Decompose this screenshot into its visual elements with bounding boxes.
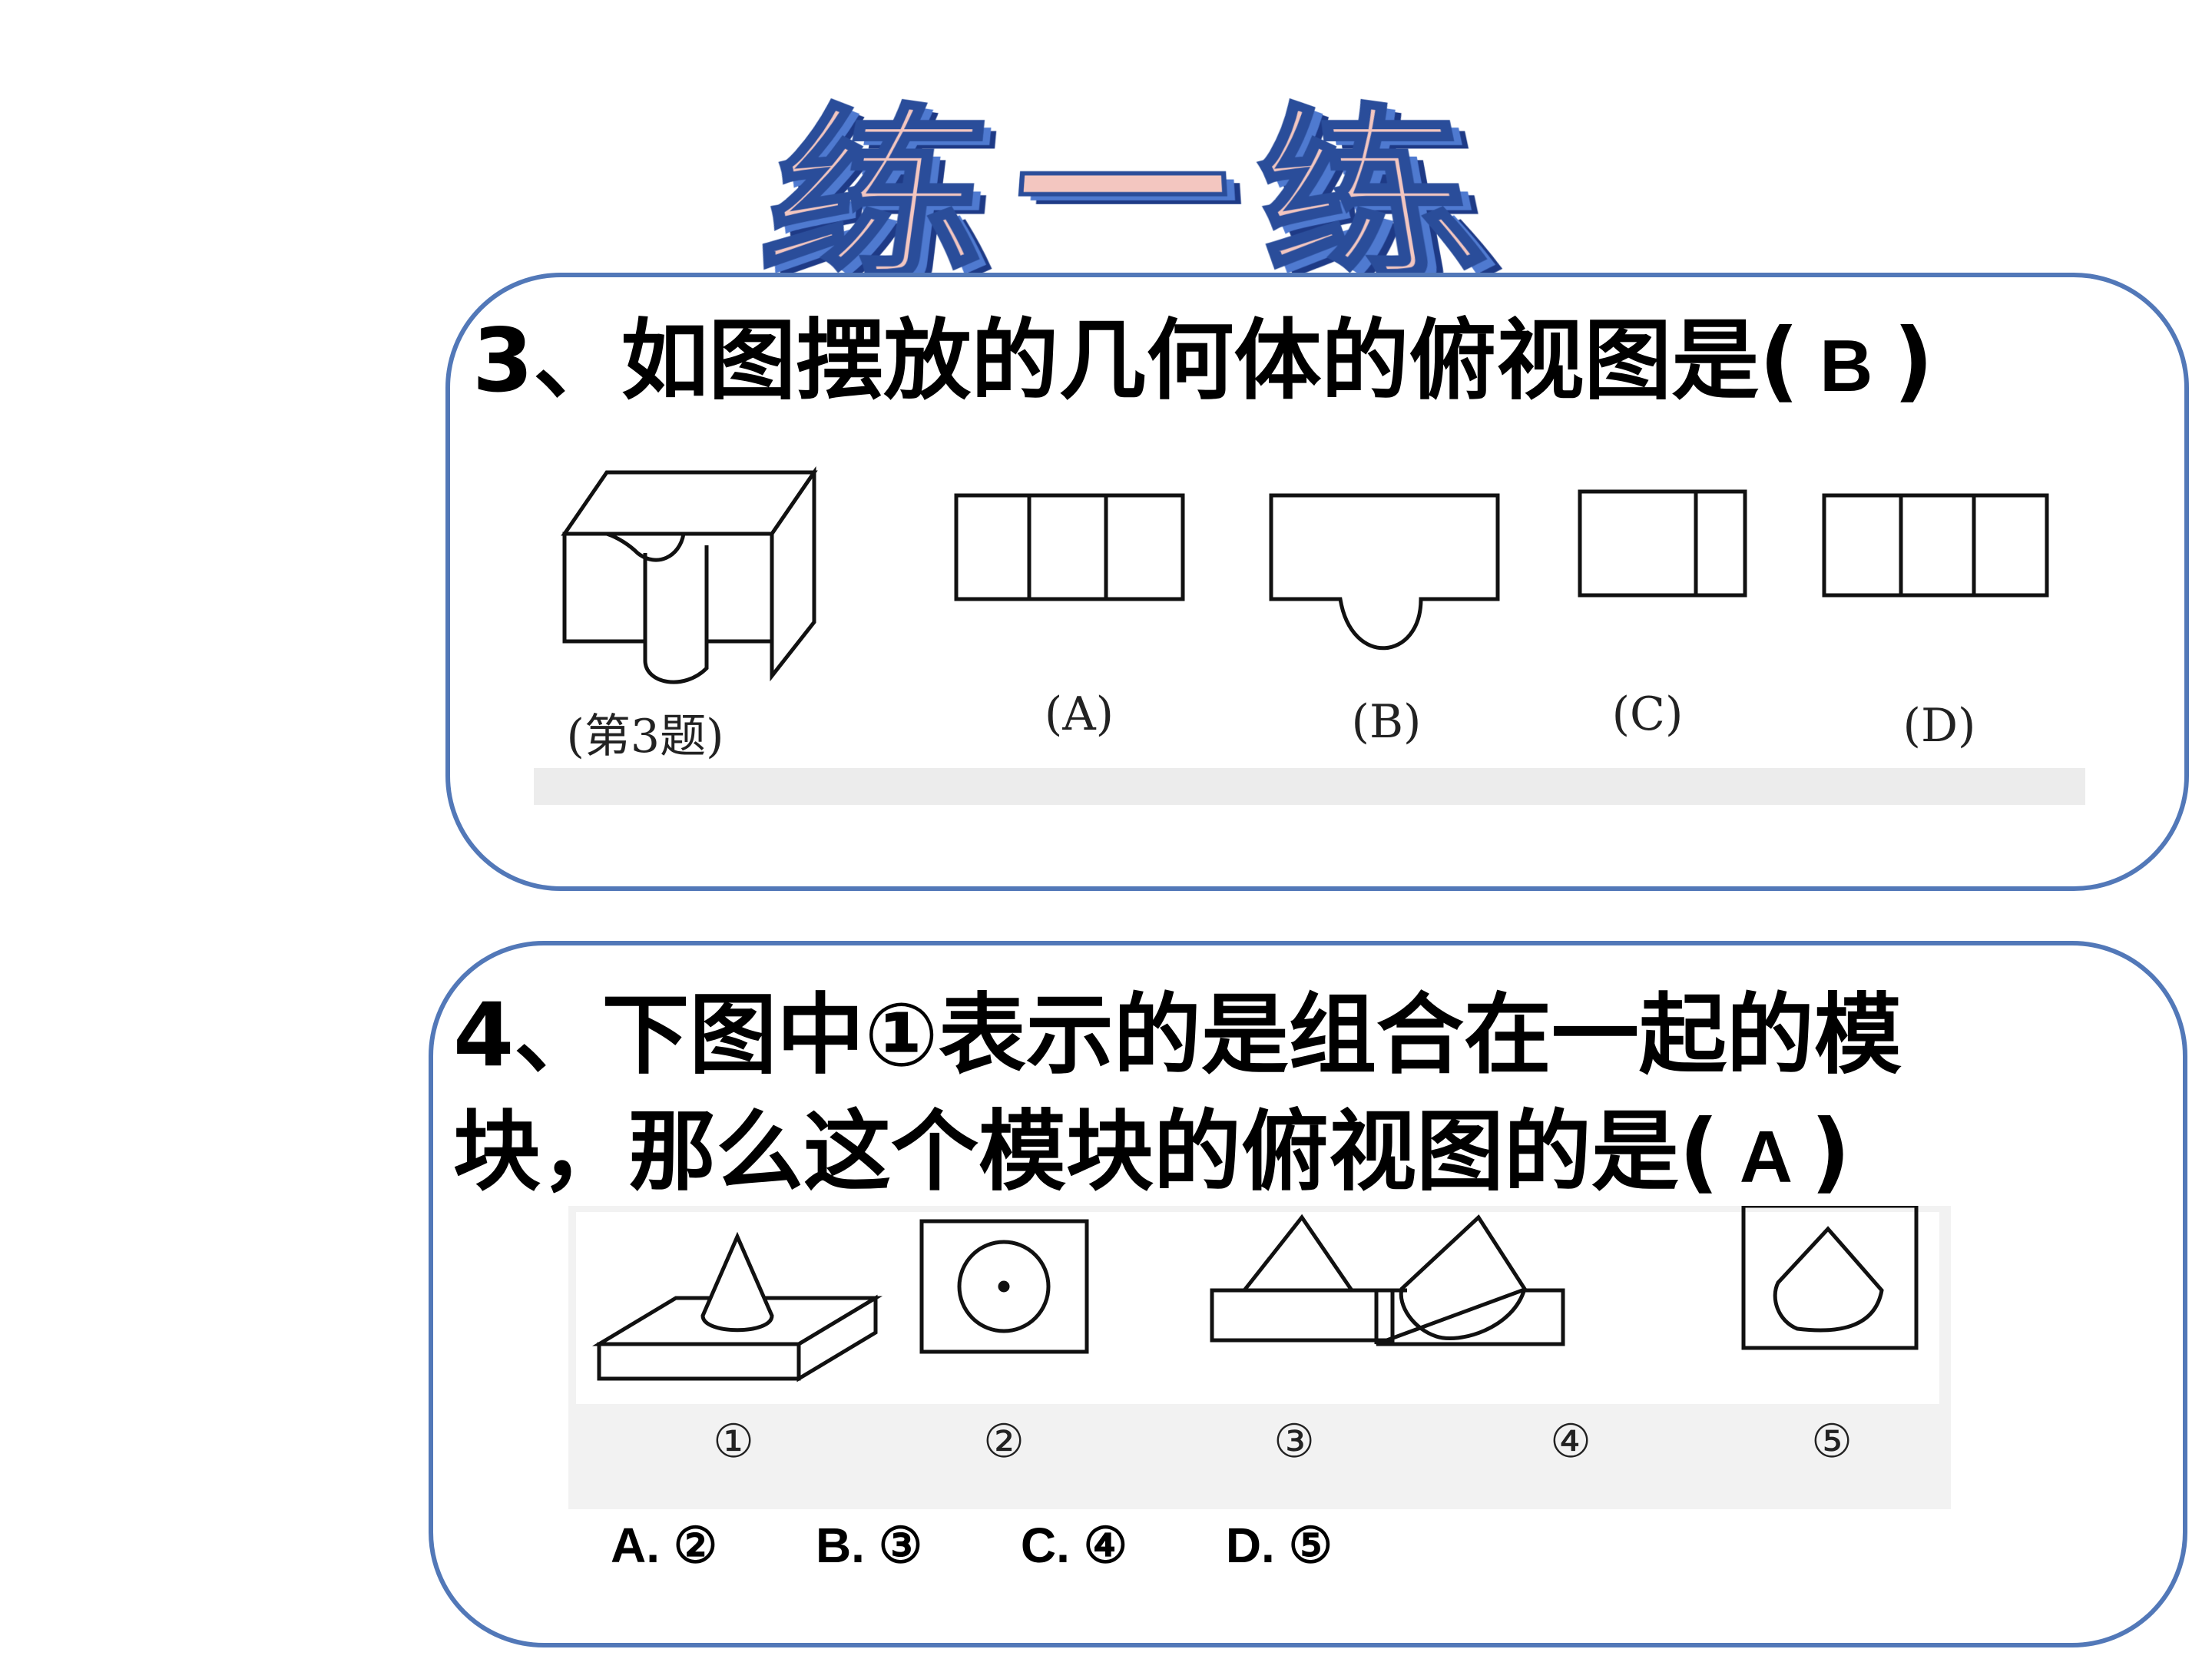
- question-3-text: 3、如图摆放的几何体的俯视图是( B ): [472, 307, 1933, 420]
- option-c-figure: [1578, 489, 1747, 598]
- module-label-1: ①: [713, 1415, 754, 1469]
- figure-label-c: (C): [1611, 687, 1684, 741]
- option-b[interactable]: B. ③: [815, 1518, 923, 1573]
- module-figure-5: [1741, 1206, 1919, 1350]
- module-figure-4: [1374, 1214, 1565, 1346]
- question-4-answer: A: [1719, 1116, 1811, 1198]
- solid-with-notch-figure: [561, 465, 818, 684]
- question-4-line-2: 块，那么这个模块的俯视图的是( A ): [453, 1098, 1850, 1211]
- option-d-figure: [1822, 493, 2049, 598]
- option-a[interactable]: A. ②: [611, 1518, 718, 1573]
- option-c[interactable]: C. ④: [1020, 1518, 1128, 1573]
- question-3-figure: [534, 465, 2085, 805]
- module-label-2: ②: [983, 1415, 1025, 1469]
- module-figure-3: [1210, 1214, 1395, 1343]
- figure-label-d: (D): [1902, 699, 1976, 753]
- module-label-5: ⑤: [1811, 1415, 1853, 1469]
- module-label-3: ③: [1273, 1415, 1315, 1469]
- question-4-line-1: 4、下图中①表示的是组合在一起的模: [453, 984, 1902, 1086]
- question-3-close-paren: ): [1893, 310, 1934, 412]
- module-figure-1: [591, 1231, 883, 1382]
- figure-label-q3: (第3题): [566, 710, 724, 763]
- option-a-figure: [954, 493, 1185, 601]
- page-title: 练一练: [742, 86, 1531, 311]
- question-4-prompt: 块，那么这个模块的俯视图的是(: [453, 1101, 1720, 1203]
- question-3-prompt: 3、如图摆放的几何体的俯视图是(: [472, 310, 1800, 412]
- figure-label-b: (B): [1351, 695, 1422, 749]
- module-figure-2: [919, 1219, 1089, 1354]
- question-3-answer: B: [1799, 325, 1894, 407]
- module-label-4: ④: [1550, 1415, 1591, 1469]
- figure-label-a: (A): [1044, 687, 1114, 741]
- question-4-close-paren: ): [1810, 1101, 1851, 1203]
- figure-shade-strip: [534, 768, 2085, 805]
- option-d[interactable]: D. ⑤: [1225, 1518, 1333, 1573]
- answer-options: A. ② B. ③ C. ④ D. ⑤: [611, 1517, 1417, 1575]
- option-b-figure: [1269, 493, 1500, 651]
- question-4-figure: [568, 1206, 1951, 1509]
